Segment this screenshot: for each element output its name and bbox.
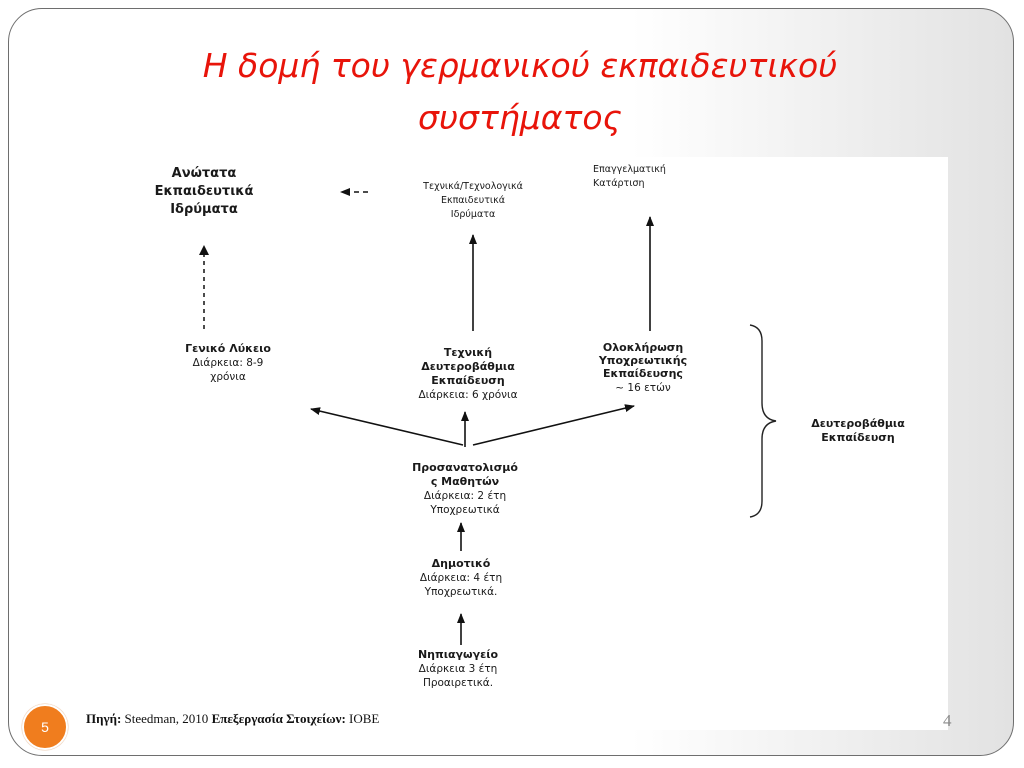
- node-technical-secondary: Τεχνική Δευτεροβάθμια Εκπαίδευση Διάρκει…: [418, 346, 517, 401]
- label-secondary-education-line2: Εκπαίδευση: [821, 431, 894, 444]
- node-general-lyceum-title: Γενικό Λύκειο: [185, 342, 271, 355]
- node-compulsory-completion-line2: Υποχρεωτικής: [598, 354, 687, 367]
- source-processing-value: IOBE: [346, 711, 380, 726]
- source-label: Πηγή:: [86, 711, 121, 726]
- source-citation: Πηγή: Steedman, 2010 Επεξεργασία Στοιχεί…: [86, 711, 379, 726]
- node-technical-secondary-duration: Διάρκεια: 6 χρόνια: [418, 389, 517, 401]
- node-higher-institutions-line3: Ιδρύματα: [170, 202, 238, 217]
- education-system-diagram: Ανώτατα Εκπαιδευτικά Ιδρύματα Τεχνικά/Τε…: [68, 157, 948, 730]
- node-orientation-status: Υποχρεωτικά: [429, 504, 499, 516]
- node-higher-institutions: Ανώτατα Εκπαιδευτικά Ιδρύματα: [155, 166, 254, 217]
- node-compulsory-completion-line3: Εκπαίδευσης: [603, 367, 683, 380]
- node-vocational-training-line1: Επαγγελματική: [593, 164, 666, 175]
- slide-title: Η δομή του γερμανικού εκπαιδευτικού συστ…: [150, 40, 890, 144]
- node-vocational-training: Επαγγελματική Κατάρτιση: [593, 164, 666, 189]
- node-general-lyceum-duration2: χρόνια: [210, 371, 246, 383]
- node-orientation-duration: Διάρκεια: 2 έτη: [424, 490, 506, 502]
- arrow-orientation-to-compulsory: [472, 404, 635, 446]
- node-kindergarten-duration: Διάρκεια 3 έτη: [419, 663, 498, 675]
- arrow-orientation-to-lyceum: [310, 407, 464, 446]
- node-technical-institutions-line3: Ιδρύματα: [451, 209, 495, 220]
- node-compulsory-completion: Ολοκλήρωση Υποχρεωτικής Εκπαίδευσης ~ 16…: [598, 341, 687, 394]
- arrow-lyceum-to-higher-head: [199, 245, 209, 255]
- label-secondary-education-line1: Δευτεροβάθμια: [811, 417, 905, 430]
- source-processing-label: Επεξεργασία Στοιχείων:: [212, 711, 346, 726]
- node-higher-institutions-line1: Ανώτατα: [172, 166, 237, 181]
- node-compulsory-completion-age: ~ 16 ετών: [615, 382, 671, 394]
- node-technical-institutions: Τεχνικά/Τεχνολογικά Εκπαιδευτικά Ιδρύματ…: [422, 181, 523, 220]
- node-higher-institutions-line2: Εκπαιδευτικά: [155, 184, 254, 199]
- node-general-lyceum-duration: Διάρκεια: 8-9: [193, 357, 264, 369]
- node-compulsory-completion-line1: Ολοκλήρωση: [603, 341, 683, 354]
- node-orientation-line1: Προσανατολισμό: [412, 461, 518, 474]
- slide-title-line2: συστήματος: [418, 98, 622, 137]
- node-vocational-training-line2: Κατάρτιση: [593, 178, 644, 189]
- slide-number: 5: [41, 719, 49, 735]
- node-primary-status: Υποχρεωτικά.: [424, 586, 498, 598]
- slide-number-badge: 5: [22, 704, 68, 750]
- node-technical-institutions-line2: Εκπαιδευτικά: [441, 195, 505, 206]
- secondary-education-brace: [749, 324, 777, 518]
- node-technical-secondary-line2: Δευτεροβάθμια: [421, 360, 515, 373]
- node-technical-secondary-line3: Εκπαίδευση: [431, 374, 504, 387]
- footer-page-number: 4: [943, 711, 952, 730]
- node-kindergarten-status: Προαιρετικά.: [423, 677, 493, 689]
- node-primary-duration: Διάρκεια: 4 έτη: [420, 572, 502, 584]
- node-primary: Δημοτικό Διάρκεια: 4 έτη Υποχρεωτικά.: [420, 557, 502, 598]
- node-general-lyceum: Γενικό Λύκειο Διάρκεια: 8-9 χρόνια: [185, 342, 271, 383]
- node-technical-secondary-line1: Τεχνική: [444, 346, 492, 359]
- node-orientation-line2: ς Μαθητών: [431, 475, 499, 488]
- node-technical-institutions-line1: Τεχνικά/Τεχνολογικά: [422, 181, 523, 192]
- node-kindergarten-title: Νηπιαγωγείο: [418, 648, 499, 661]
- node-primary-title: Δημοτικό: [432, 557, 491, 570]
- node-orientation: Προσανατολισμό ς Μαθητών Διάρκεια: 2 έτη…: [412, 461, 518, 516]
- node-kindergarten: Νηπιαγωγείο Διάρκεια 3 έτη Προαιρετικά.: [418, 648, 499, 689]
- slide-title-line1: Η δομή του γερμανικού εκπαιδευτικού: [202, 46, 838, 85]
- arrow-technical-to-higher-head: [340, 188, 350, 196]
- source-text: Steedman, 2010: [121, 711, 211, 726]
- label-secondary-education: Δευτεροβάθμια Εκπαίδευση: [811, 417, 905, 444]
